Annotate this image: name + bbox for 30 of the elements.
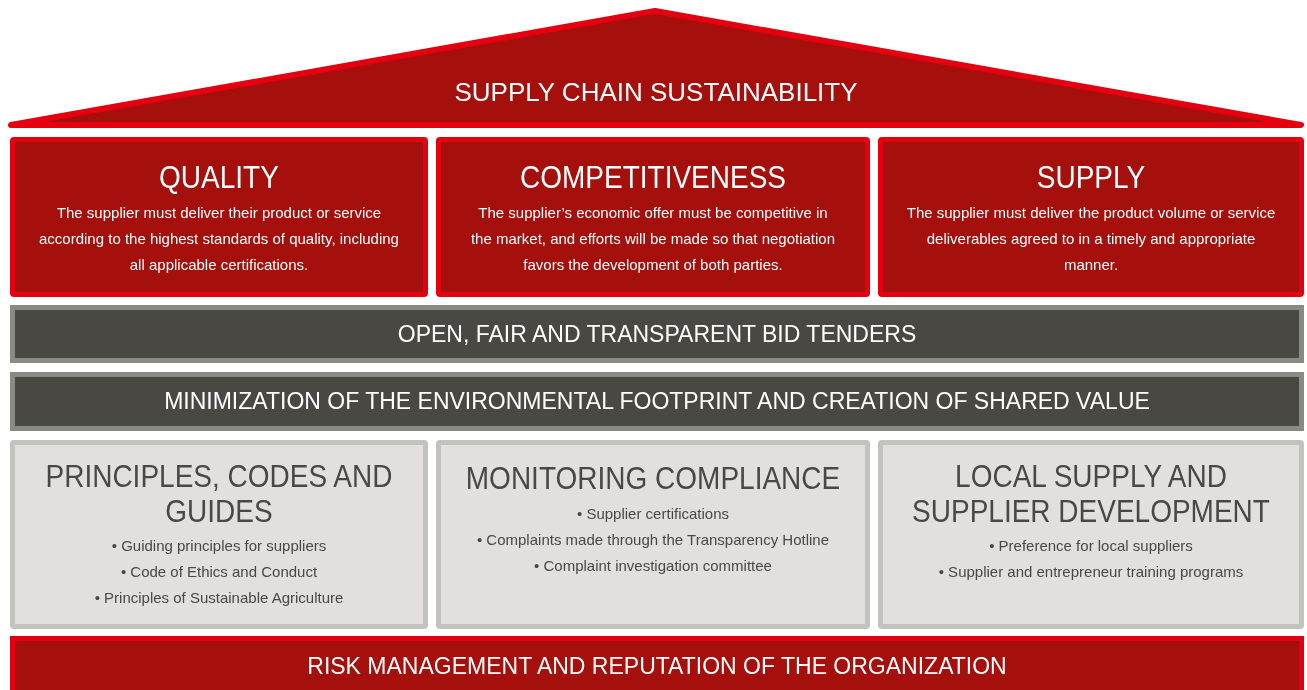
- band-bar: [10, 305, 1304, 363]
- foundation-box: [10, 440, 428, 629]
- band-title: RISK MANAGEMENT AND REPUTATION OF THE ORGANIZATION: [307, 652, 1007, 680]
- bullet-item: • Supplier certifications: [577, 504, 729, 524]
- bullet-item: • Preference for local suppliers: [989, 536, 1193, 556]
- bullet-item: • Supplier and entrepreneur training programs: [938, 562, 1244, 582]
- base-bar: [10, 636, 1304, 690]
- description-text: The supplier’s economic offer must be competitive in the market, and efforts will be made so that negotiation favors the development of both parties.: [469, 203, 837, 275]
- foundation-box: [436, 440, 870, 629]
- band-title: OPEN, FAIR AND TRANSPARENT BID TENDERS: [397, 320, 917, 348]
- heading: QUALITY: [159, 160, 279, 196]
- heading: SUPPLY: [1036, 160, 1146, 196]
- bullet-item: • Code of Ethics and Conduct: [120, 562, 318, 582]
- foundation-box: [878, 440, 1304, 629]
- bullet-item: • Principles of Sustainable Agriculture: [94, 588, 344, 608]
- pillar-box: [10, 137, 428, 297]
- band-title: MINIMIZATION OF THE ENVIRONMENTAL FOOTPRINT AND CREATION OF SHARED VALUE: [164, 388, 1150, 415]
- roof-title: SUPPLY CHAIN SUSTAINABILITY: [454, 77, 858, 108]
- bullet-item: • Complaint investigation committee: [534, 556, 772, 576]
- bullet-item: • Complaints made through the Transparency Hotline: [476, 530, 830, 550]
- heading: PRINCIPLES, CODES AND GUIDES: [44, 459, 394, 531]
- heading: COMPETITIVENESS: [519, 160, 786, 196]
- description-text: The supplier must deliver their product or service according to the highest standards of quality, including all applicable certifications.: [38, 203, 400, 275]
- bullet-item: • Guiding principles for suppliers: [111, 536, 327, 556]
- band-bar: [10, 372, 1304, 431]
- description-text: The supplier must deliver the product volume or service deliverables agreed to in a timely and appropriate manner.: [906, 203, 1276, 275]
- heading: MONITORING COMPLIANCE: [465, 461, 841, 497]
- pillar-box: [878, 137, 1304, 297]
- heading: LOCAL SUPPLY AND SUPPLIER DEVELOPMENT: [911, 459, 1271, 531]
- pillar-box: [436, 137, 870, 297]
